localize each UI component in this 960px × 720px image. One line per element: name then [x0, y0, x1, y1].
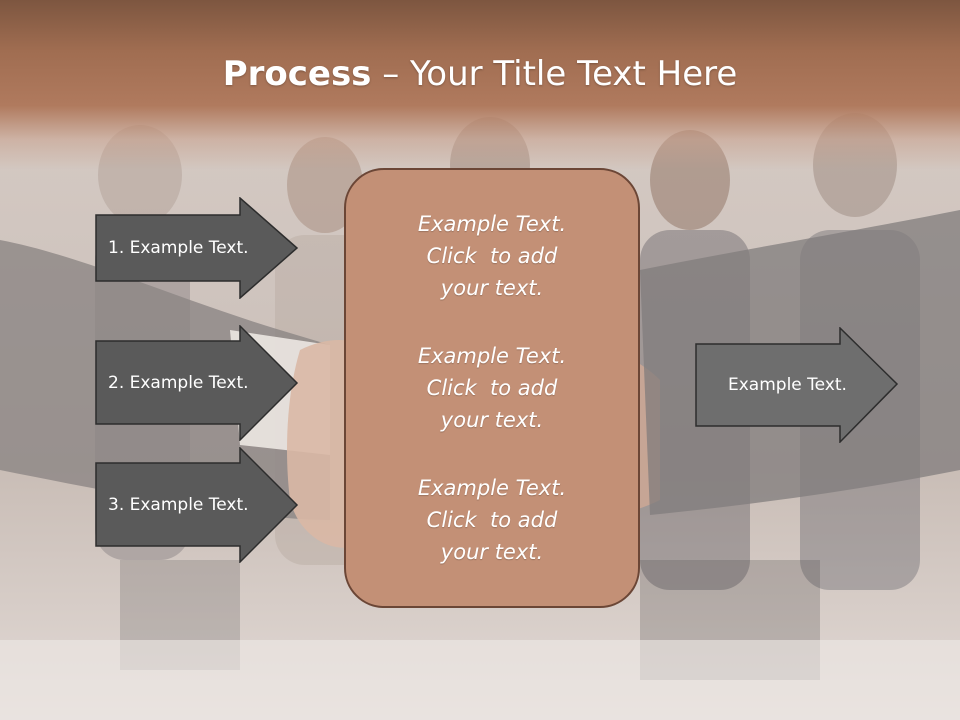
arrow-shape-result [695, 327, 899, 443]
center-text-3-line1: Example Text. [417, 476, 567, 500]
title-rest: – Your Title Text Here [371, 54, 738, 94]
arrow-step-2[interactable]: 2. Example Text. [95, 325, 299, 441]
arrow-shape-1 [95, 197, 299, 299]
title-band [0, 0, 960, 170]
center-text-2-line1: Example Text. [417, 344, 567, 368]
center-text-3-line3: your text. [440, 540, 544, 564]
center-text-3-line2: Click to add [426, 508, 558, 532]
center-text-2[interactable]: Example Text. Click to add your text. [418, 340, 566, 436]
arrow-result[interactable]: Example Text. [695, 327, 899, 443]
arrow-step-1-label: 1. Example Text. [108, 238, 249, 258]
arrow-step-3-label: 3. Example Text. [108, 495, 249, 515]
center-text-box[interactable]: Example Text. Click to add your text. Ex… [344, 168, 640, 608]
arrow-shape-2 [95, 325, 299, 441]
center-text-1[interactable]: Example Text. Click to add your text. [418, 208, 566, 304]
center-text-1-line1: Example Text. [417, 212, 567, 236]
center-text-3[interactable]: Example Text. Click to add your text. [418, 472, 566, 568]
arrow-shape-3 [95, 447, 299, 563]
center-text-1-line3: your text. [440, 276, 544, 300]
arrow-step-2-label: 2. Example Text. [108, 373, 249, 393]
center-text-1-line2: Click to add [426, 244, 558, 268]
slide-title[interactable]: Process – Your Title Text Here [0, 52, 960, 96]
arrow-result-label: Example Text. [728, 375, 847, 395]
arrow-step-3[interactable]: 3. Example Text. [95, 447, 299, 563]
title-bold: Process [222, 54, 372, 94]
arrow-step-1[interactable]: 1. Example Text. [95, 197, 299, 299]
center-text-2-line2: Click to add [426, 376, 558, 400]
center-text-2-line3: your text. [440, 408, 544, 432]
